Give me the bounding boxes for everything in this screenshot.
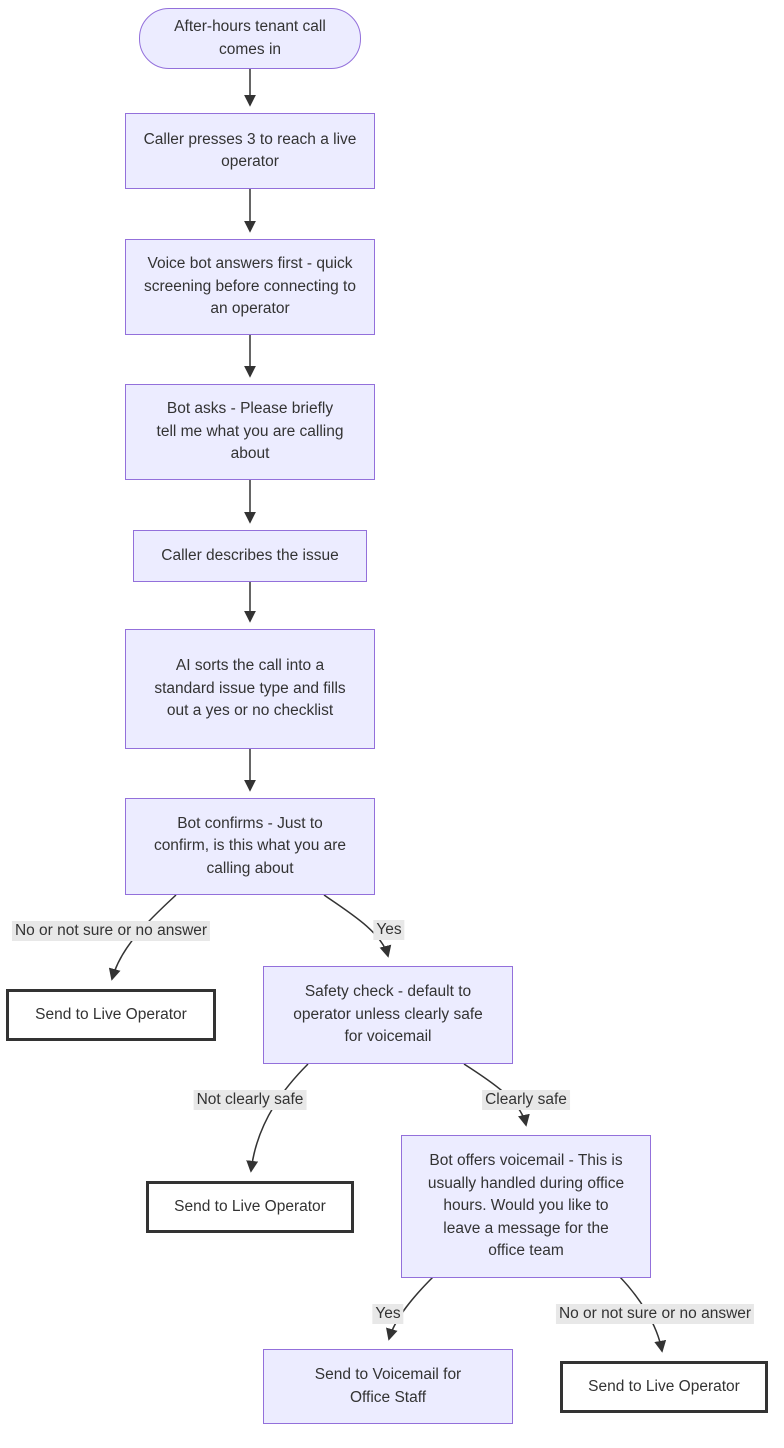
edge-label-yes-1: Yes [373, 920, 405, 940]
edge-label-no-1: No or not sure or no answer [11, 921, 211, 941]
edge-safetycheck-operator2 [246, 1063, 309, 1173]
node-send-to-live-operator-3: Send to Live Operator [560, 1361, 768, 1413]
node-send-to-live-operator-1: Send to Live Operator [6, 989, 216, 1041]
edge-botconfirms-safetycheck [323, 894, 392, 958]
node-send-to-live-operator-2-label: Send to Live Operator [174, 1197, 326, 1215]
edge-label-yes-2: Yes [372, 1304, 404, 1324]
edge-label-no-2: No or not sure or no answer [555, 1304, 755, 1324]
node-send-to-live-operator-3-label: Send to Live Operator [588, 1377, 740, 1395]
node-bot-asks-label: Bot asks - Please briefly tell me what y… [156, 400, 344, 463]
node-send-to-live-operator-1-label: Send to Live Operator [35, 1005, 187, 1023]
node-start-label: After-hours tenant call comes in [174, 18, 326, 58]
node-caller-describes-issue-label: Caller describes the issue [161, 546, 339, 564]
node-voice-bot-answers-label: Voice bot answers first - quick screenin… [144, 255, 356, 318]
edge-label-not-clearly-safe: Not clearly safe [193, 1090, 307, 1110]
node-caller-presses-3-label: Caller presses 3 to reach a live operato… [143, 130, 357, 171]
node-send-to-live-operator-2: Send to Live Operator [146, 1181, 354, 1233]
node-ai-sorts-call-label: AI sorts the call into a standard issue … [154, 657, 346, 720]
node-ai-sorts-call: AI sorts the call into a standard issue … [125, 629, 375, 749]
edge-voicemailoffer-voicemailstaff [386, 1276, 434, 1341]
node-safety-check: Safety check - default to operator unles… [263, 966, 513, 1064]
node-bot-asks: Bot asks - Please briefly tell me what y… [125, 384, 375, 480]
node-caller-presses-3: Caller presses 3 to reach a live operato… [125, 113, 375, 189]
node-bot-offers-voicemail: Bot offers voicemail - This is usually h… [401, 1135, 651, 1278]
node-bot-confirms: Bot confirms - Just to confirm, is this … [125, 798, 375, 895]
node-bot-confirms-label: Bot confirms - Just to confirm, is this … [153, 814, 347, 877]
node-start: After-hours tenant call comes in [139, 8, 361, 69]
node-caller-describes-issue: Caller describes the issue [133, 530, 367, 582]
node-safety-check-label: Safety check - default to operator unles… [293, 983, 483, 1046]
node-send-to-voicemail-office-staff: Send to Voicemail for Office Staff [263, 1349, 513, 1424]
node-bot-offers-voicemail-label: Bot offers voicemail - This is usually h… [427, 1152, 625, 1260]
node-send-to-voicemail-office-staff-label: Send to Voicemail for Office Staff [314, 1366, 462, 1406]
node-voice-bot-answers: Voice bot answers first - quick screenin… [125, 239, 375, 335]
edge-label-clearly-safe: Clearly safe [482, 1090, 570, 1110]
